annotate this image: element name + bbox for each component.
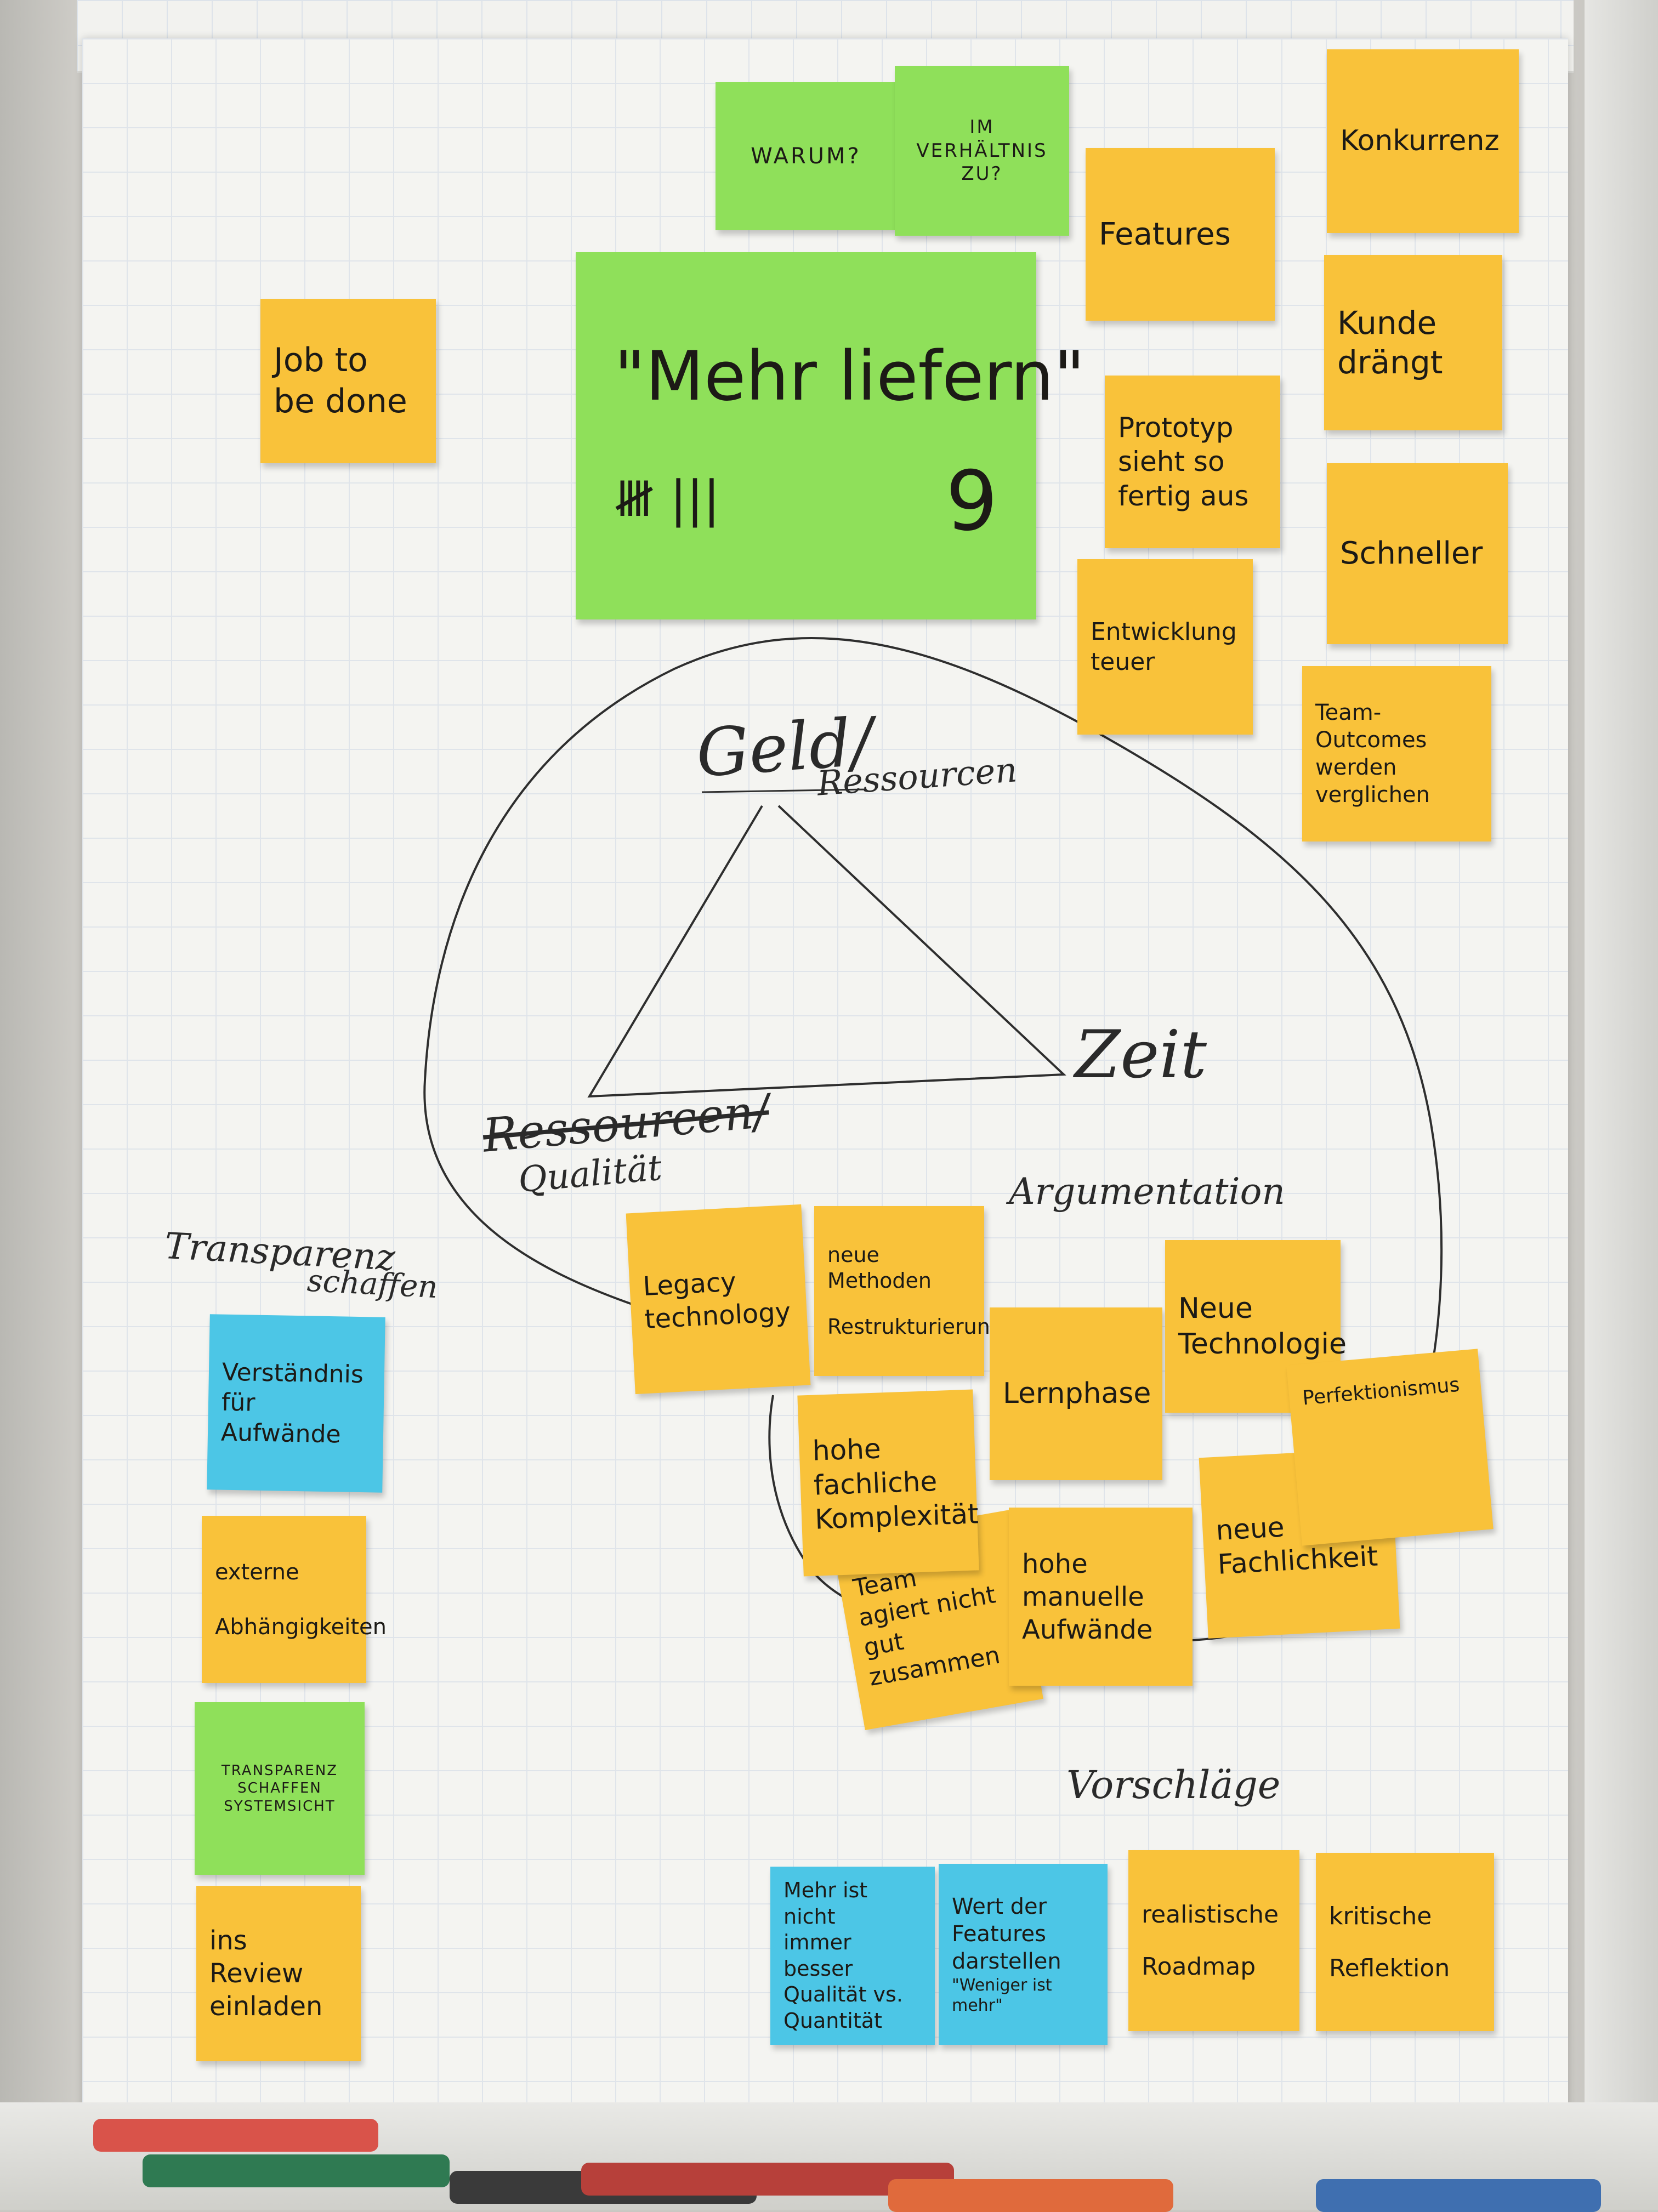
note-text: verglichen bbox=[1315, 782, 1430, 808]
note-kritische-reflektion: kritische Reflektion bbox=[1316, 1853, 1494, 2031]
note-text: Entwicklung bbox=[1091, 618, 1237, 646]
note-text: darstellen bbox=[952, 1948, 1061, 1974]
note-text: Reflektion bbox=[1329, 1954, 1450, 1982]
note-text: manuelle bbox=[1022, 1581, 1144, 1612]
note-team-outcomes: Team-Outcomes werden verglichen bbox=[1302, 666, 1491, 841]
note-transparenz-schaffen: TRANSPARENZ SCHAFFEN SYSTEMSICHT bbox=[195, 1702, 365, 1875]
note-schneller: Schneller bbox=[1327, 463, 1508, 644]
note-text: Abhängigkeiten bbox=[215, 1614, 387, 1640]
note-text: kritische bbox=[1329, 1902, 1432, 1930]
note-text: Qualität vs. bbox=[783, 1982, 903, 2006]
note-text: drängt bbox=[1337, 344, 1443, 381]
note-hohe-fachliche-komplexitaet: hohe fachliche Komplexität bbox=[797, 1389, 979, 1577]
note-job-to-be-done: Job to be done bbox=[260, 299, 436, 463]
note-text: Komplexität bbox=[814, 1498, 979, 1536]
note-main-title: "Mehr liefern" bbox=[614, 337, 1085, 416]
note-text: Konkurrenz bbox=[1340, 124, 1500, 157]
note-verstaendnis: Verständnis für Aufwände bbox=[207, 1314, 385, 1493]
marker-green bbox=[143, 2154, 450, 2187]
note-text: hohe bbox=[1022, 1548, 1088, 1579]
note-konkurrenz: Konkurrenz bbox=[1327, 49, 1519, 233]
note-neue-methoden: neue Methoden Restrukturierung bbox=[814, 1206, 1003, 1376]
note-text: neue Methoden bbox=[827, 1242, 932, 1293]
note-text: WARUM? bbox=[751, 144, 861, 169]
note-text: Prototyp bbox=[1118, 411, 1234, 443]
note-text: Lernphase bbox=[1003, 1377, 1151, 1410]
note-text: immer besser bbox=[783, 1930, 853, 1981]
note-main-tally: 𝍸 ||| bbox=[614, 470, 720, 528]
marker-orange bbox=[888, 2179, 1173, 2212]
marker-red bbox=[93, 2119, 378, 2152]
note-text: für bbox=[221, 1388, 255, 1417]
note-text: mehr" bbox=[952, 1996, 1003, 2015]
label-vorschlaege: Vorschläge bbox=[1066, 1762, 1281, 1807]
label-argumentation: Argumentation bbox=[1009, 1170, 1285, 1213]
note-text: Aufwände bbox=[1022, 1614, 1153, 1645]
note-text: Mehr ist nicht bbox=[783, 1878, 868, 1929]
note-text: teuer bbox=[1091, 648, 1155, 676]
note-wert-der-features: Wert der Features darstellen "Weniger is… bbox=[939, 1864, 1108, 2045]
note-features: Features bbox=[1086, 148, 1275, 321]
note-main-count: 9 bbox=[945, 454, 998, 549]
marker-blue bbox=[1316, 2179, 1601, 2212]
note-text: IM VERHÄLTNIS bbox=[916, 116, 1048, 162]
note-lernphase: Lernphase bbox=[990, 1307, 1162, 1480]
easel-frame bbox=[1585, 0, 1658, 2210]
note-hohe-manuelle-aufwaende: hohe manuelle Aufwände bbox=[1009, 1508, 1193, 1686]
note-text: SYSTEMSICHT bbox=[224, 1798, 336, 1815]
note-text: Neue bbox=[1178, 1292, 1253, 1325]
note-text: SCHAFFEN bbox=[237, 1780, 322, 1797]
note-ins-review-einladen: ins Review einladen bbox=[196, 1886, 361, 2061]
note-text: realistische bbox=[1142, 1901, 1279, 1929]
note-text: Quantität bbox=[783, 2008, 882, 2033]
note-text: Team-Outcomes bbox=[1315, 700, 1427, 753]
note-mehr-liefern: "Mehr liefern" 𝍸 ||| 9 bbox=[576, 252, 1085, 619]
note-text: fachliche bbox=[813, 1465, 938, 1502]
note-text: ZU? bbox=[961, 163, 1003, 185]
note-text: sieht so bbox=[1118, 446, 1225, 478]
note-text: fertig aus bbox=[1118, 480, 1249, 512]
label-zeit: Zeit bbox=[1075, 1017, 1207, 1093]
note-externe-abhaengigkeiten: externe Abhängigkeiten bbox=[202, 1516, 387, 1683]
note-perfektionismus: Perfektionismus bbox=[1286, 1349, 1494, 1546]
note-text: Schneller bbox=[1340, 536, 1483, 571]
note-text: Technologie bbox=[1178, 1327, 1347, 1361]
note-text: ins bbox=[209, 1925, 247, 1956]
note-text: Aufwände bbox=[220, 1418, 342, 1448]
note-text: externe bbox=[215, 1559, 299, 1585]
note-text: "Weniger ist bbox=[952, 1975, 1052, 1995]
note-realistische-roadmap: realistische Roadmap bbox=[1128, 1850, 1299, 2031]
note-text: Kunde bbox=[1337, 304, 1437, 342]
note-text: Restrukturierung bbox=[827, 1314, 1003, 1339]
note-prototyp: Prototyp sieht so fertig aus bbox=[1105, 376, 1280, 548]
note-verhaeltnis: IM VERHÄLTNIS ZU? bbox=[895, 66, 1069, 236]
note-text: be done bbox=[274, 382, 407, 420]
note-text: Roadmap bbox=[1142, 1953, 1256, 1981]
note-text: Perfektionismus bbox=[1301, 1373, 1461, 1410]
note-text: Features bbox=[952, 1921, 1046, 1947]
note-mehr-ist-nicht-besser: Mehr ist nicht immer besser Qualität vs.… bbox=[770, 1867, 935, 2045]
note-text: Job to bbox=[274, 341, 368, 379]
note-text: TRANSPARENZ bbox=[221, 1762, 338, 1779]
note-warum: WARUM? bbox=[716, 82, 896, 230]
label-schaffen: schaffen bbox=[306, 1263, 439, 1306]
note-text: Features bbox=[1099, 216, 1231, 252]
note-text: werden bbox=[1315, 755, 1397, 780]
note-text: Wert der bbox=[952, 1893, 1047, 1919]
note-text: technology bbox=[644, 1297, 792, 1335]
note-text: hohe bbox=[811, 1432, 882, 1468]
geld-underline bbox=[701, 788, 867, 793]
note-entwicklung-teuer: Entwicklung teuer bbox=[1077, 559, 1253, 735]
note-legacy-technology: Legacy technology bbox=[626, 1204, 811, 1395]
note-text: Review bbox=[209, 1958, 304, 1989]
triangle bbox=[587, 805, 1066, 1098]
note-text: Verständnis bbox=[222, 1358, 364, 1389]
note-kunde-draengt: Kunde drängt bbox=[1324, 255, 1502, 430]
note-text: einladen bbox=[209, 1991, 323, 2022]
